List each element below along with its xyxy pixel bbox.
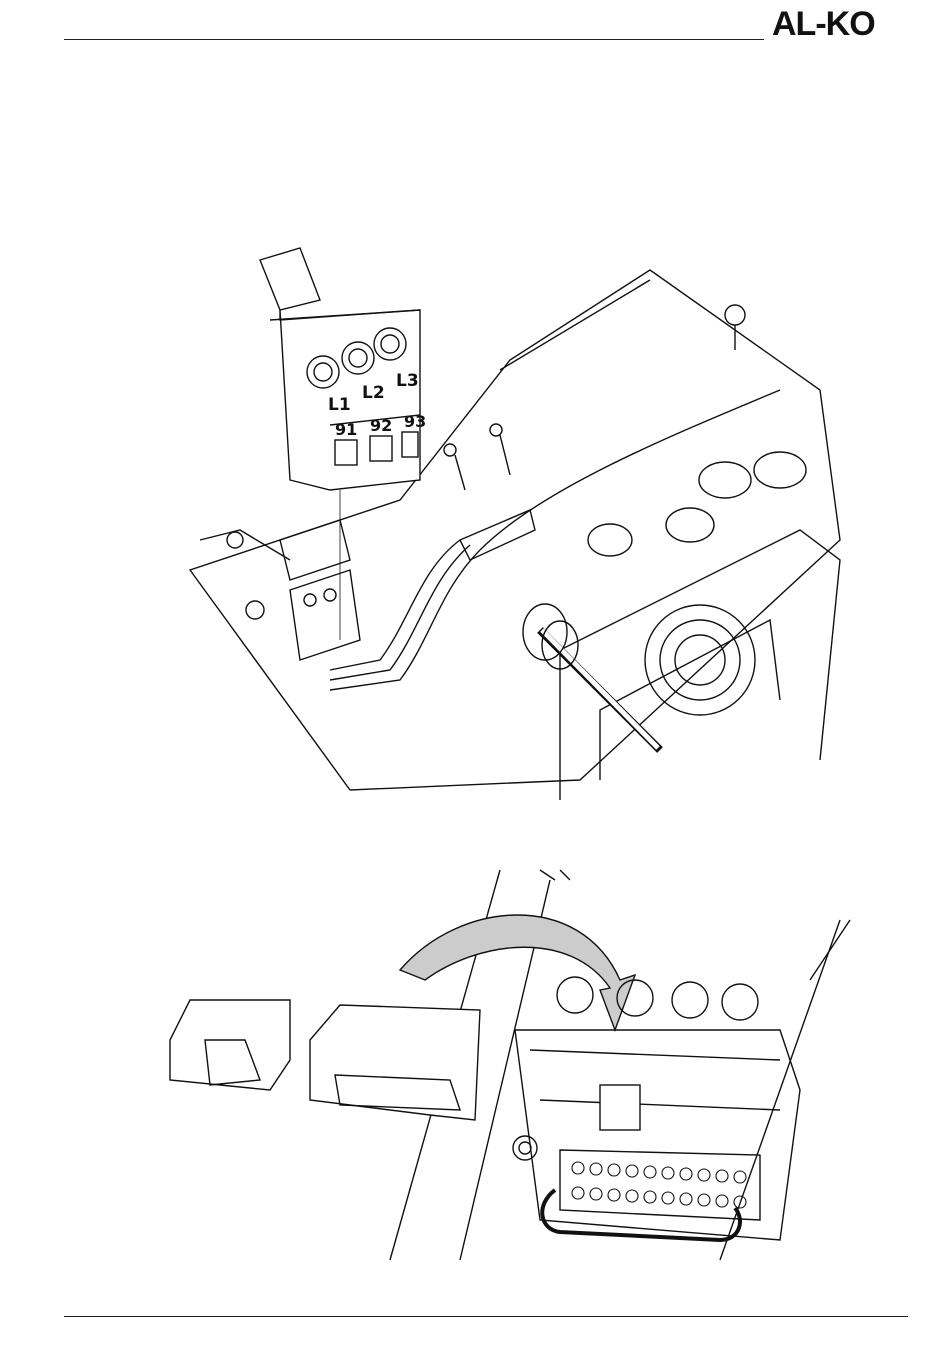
mains-wiring-figure: L1 L2 L3 91 92 93 <box>180 240 860 800</box>
terminal-label-l3: L3 <box>396 371 419 391</box>
terminal-label-l1: L1 <box>328 395 351 415</box>
terminal-number-92: 92 <box>370 416 392 435</box>
terminal-number-93: 93 <box>404 412 426 431</box>
header-rule <box>64 39 764 40</box>
brand-logo: AL-KO <box>772 4 875 44</box>
terminal-number-91: 91 <box>335 420 357 439</box>
footer-rule <box>64 1316 908 1317</box>
control-terminal-figure <box>160 860 860 1270</box>
terminal-label-l2: L2 <box>362 383 385 403</box>
